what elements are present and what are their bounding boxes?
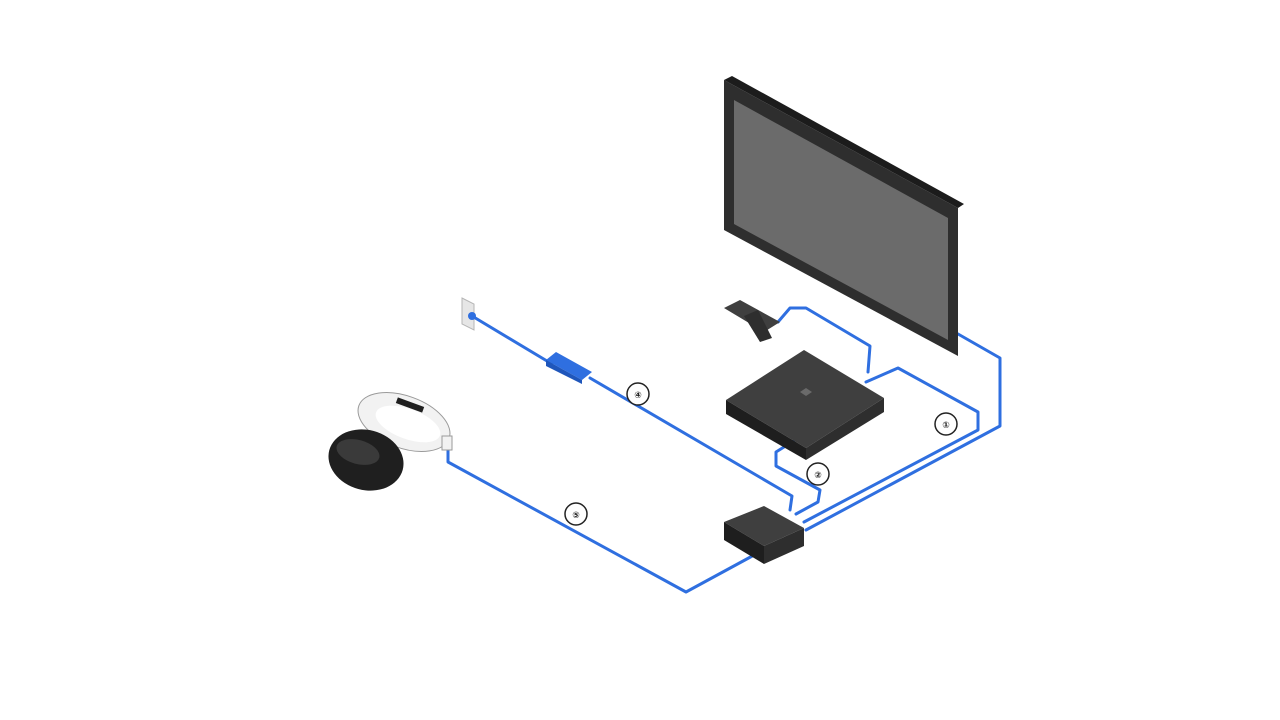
camera [724,300,780,342]
svg-text:①: ① [942,421,950,431]
tv [724,76,964,356]
processor-top [724,506,804,546]
ac-adaptor [546,352,592,384]
ac-adaptor-body [546,352,592,380]
headset-connector [441,435,453,451]
hdmi-tv-cable [804,332,1002,532]
wall-outlet [461,297,476,331]
cable-label-power: ④ [626,382,650,406]
headset-band-accent [395,397,425,413]
power-cable [470,314,794,512]
console [726,350,884,460]
processor-right [764,528,804,564]
svg-text:⑤: ⑤ [572,511,580,521]
console-top [726,350,884,448]
cable-labels: ④ ② ① ⑤ [564,382,958,526]
hdmi-console-cable [802,366,980,524]
console-logo [800,388,812,396]
console-right [806,398,884,460]
camera-stand [744,310,772,342]
tv-side [724,76,964,208]
camera-cable [776,306,872,374]
cable-label-headset: ⑤ [564,502,588,526]
headset-cable [446,442,758,594]
processor-front [724,522,764,564]
ac-adaptor-front [546,360,582,384]
headset-visor-highlight [336,439,380,465]
usb-cable [774,435,822,516]
svg-text:④: ④ [634,391,642,401]
wall-outlet-plate [461,297,475,331]
console-front [726,400,806,460]
tv-screen [734,100,948,340]
processor-unit [724,506,804,564]
cable-label-hdmi-tv: ① [934,412,958,436]
cables [446,306,1002,594]
cable-label-usb: ② [806,462,830,486]
vr-headset [328,392,453,491]
svg-text:②: ② [814,471,822,481]
wall-outlet-plug [468,312,476,320]
headset-strap-inner [375,405,441,443]
